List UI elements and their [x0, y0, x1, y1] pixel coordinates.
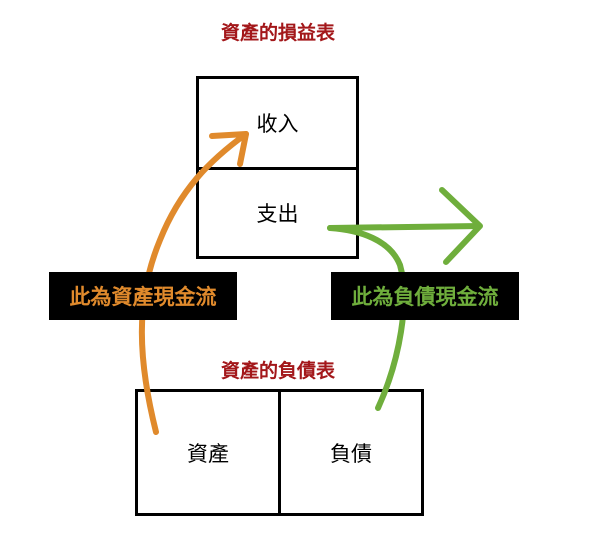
- balance-sheet-box: 資產 負債: [135, 389, 424, 516]
- liability-flow-arrow: [327, 187, 483, 411]
- liabilities-cell: 負債: [330, 441, 372, 466]
- assets-cell: 資產: [138, 392, 281, 513]
- balance-sheet-title: 資產的負債表: [220, 360, 335, 382]
- income-statement-box: 收入 支出: [196, 76, 359, 259]
- income-statement-title: 資產的損益表: [220, 22, 335, 44]
- asset-cash-flow-label: 此為資產現金流: [49, 272, 237, 320]
- asset-flow-arrow: [138, 131, 249, 435]
- expense-cell: 支出: [256, 202, 299, 226]
- liability-cash-flow-label: 此為負債現金流: [331, 272, 519, 320]
- income-cell: 收入: [199, 79, 356, 170]
